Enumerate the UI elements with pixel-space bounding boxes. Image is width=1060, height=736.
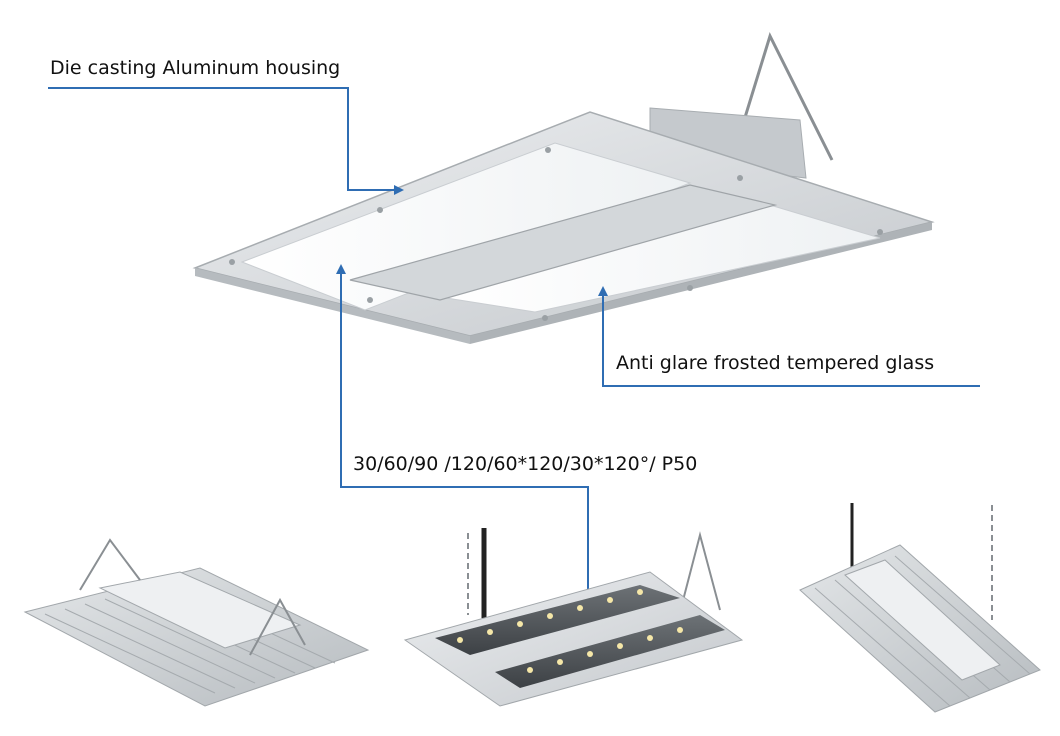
hanger-hook — [249, 597, 306, 656]
leader-arrowheads — [336, 185, 608, 296]
leader-housing — [48, 87, 398, 191]
fixture-bottom-view-center — [403, 528, 744, 707]
leader-beam — [340, 270, 589, 598]
center-cover-plate — [349, 184, 778, 301]
arrowhead-housing — [394, 185, 404, 195]
leader-lines — [48, 87, 980, 598]
glass-panel-left — [240, 142, 692, 311]
led-chips — [457, 589, 683, 673]
frame-edge-side — [470, 222, 932, 344]
callout-beam-angles: 30/60/90 /120/60*120/30*120°/ P50 — [353, 453, 698, 475]
frame-screws — [229, 147, 883, 321]
hanger-hook — [79, 538, 141, 591]
arrowhead-beam — [336, 264, 346, 274]
housing-frame — [403, 571, 744, 707]
leader-glass — [602, 293, 980, 387]
led-module-top — [435, 585, 680, 655]
fixture-top-view-right — [799, 503, 1041, 713]
frame-edge-front — [195, 268, 470, 344]
callout-housing: Die casting Aluminum housing — [50, 57, 341, 79]
fixture-top-view-left — [23, 538, 370, 707]
arrowhead-glass — [598, 286, 608, 296]
hanger-hook — [733, 31, 834, 161]
main-fixture — [192, 31, 935, 344]
hanger-hook — [679, 531, 721, 613]
led-module-bottom — [495, 615, 725, 688]
driver-housing — [844, 559, 1001, 681]
driver-housing — [98, 571, 302, 649]
callout-glass: Anti glare frosted tempered glass — [616, 352, 935, 374]
